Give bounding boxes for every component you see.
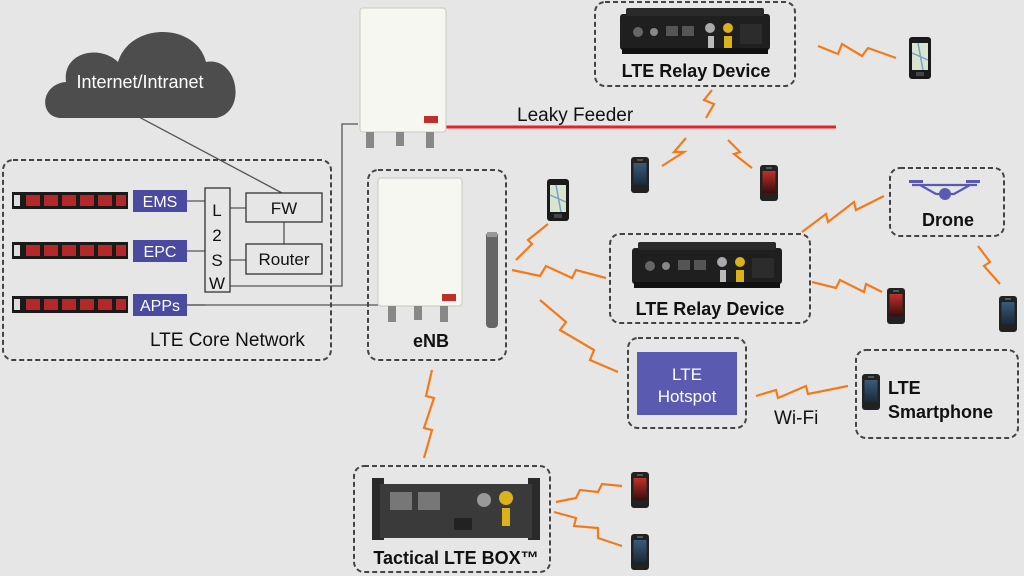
cloud-to-fw-line: [121, 107, 283, 194]
wiring: [121, 107, 378, 306]
wireless-link-feeder-phone-right: [727, 139, 753, 169]
phone-near-enb-icon: [546, 178, 570, 222]
l2-switch-box: [204, 187, 231, 293]
smartphone-label-line2: Smartphone: [888, 402, 993, 422]
fw-label: FW: [271, 199, 297, 218]
relay-top-box: [594, 1, 796, 87]
hotspot-box: [627, 337, 747, 429]
wireless-link-relay-top-feeder: [702, 89, 716, 119]
phone-near-feeder-left-icon: [631, 157, 649, 193]
wireless-link-hotspot-smartphone: [755, 384, 849, 400]
wifi-label: Wi-Fi: [774, 408, 818, 429]
phone-top-right-icon: [908, 36, 932, 80]
smartphone-icon: [862, 374, 880, 410]
wireless-link-drone-phone: [977, 245, 1001, 285]
wireless-link-enb-phone: [515, 223, 549, 261]
wireless-link-enb-relay: [511, 264, 607, 280]
core-network-label: LTE Core Network: [150, 330, 305, 351]
phone-near-feeder-right-icon: [760, 165, 778, 201]
enb-unit: [377, 177, 498, 328]
wireless-link-enb-tactical: [422, 369, 436, 459]
epc-tag: [133, 240, 187, 262]
switch-letter-2: 2: [212, 226, 221, 245]
relay-top-label: LTE Relay Device: [622, 61, 771, 81]
hotspot-label-line2: Hotspot: [658, 387, 717, 406]
smartphone-label-line1: LTE: [888, 378, 921, 398]
switch-letter-4: W: [209, 274, 225, 293]
router-label: Router: [258, 250, 309, 269]
wireless-link-enb-hotspot: [539, 299, 619, 374]
drone-box: [889, 167, 1005, 237]
cloud-icon: [45, 32, 236, 118]
relay-mid-label: LTE Relay Device: [636, 299, 785, 319]
tactical-box-frame: [353, 465, 551, 573]
wireless-link-relay-top-phone: [817, 42, 897, 60]
enb-label: eNB: [413, 331, 449, 351]
drone-label: Drone: [922, 210, 974, 230]
phone-tactical-bottom-icon: [631, 534, 649, 570]
smartphone-box: [855, 349, 1019, 439]
switch-letter-3: S: [211, 251, 222, 270]
enb-box: [367, 169, 507, 361]
ems-label: EMS: [143, 194, 178, 211]
relay-mid-box: [609, 233, 811, 324]
ems-tag: [133, 190, 187, 212]
server-racks: [12, 192, 128, 313]
fw-box: [245, 192, 323, 223]
apps-label: APPs: [140, 298, 180, 315]
tactical-box-device: [372, 478, 540, 540]
wireless-links: [422, 42, 1001, 548]
hotspot-label-line1: LTE: [672, 365, 702, 384]
leaky-feeder-enb-unit: [359, 7, 447, 148]
switch-letter-1: L: [212, 201, 221, 220]
switch-to-leaky-eNB-line: [230, 123, 358, 287]
wireless-link-tactical-phone-bottom: [553, 510, 623, 548]
router-box: [245, 243, 323, 275]
hotspot-device: [637, 352, 737, 415]
switch-to-fw-router-lines: [230, 207, 285, 261]
wireless-link-tactical-phone-top: [555, 482, 623, 504]
phone-tactical-top-icon: [631, 472, 649, 508]
drone-icon: [909, 180, 980, 200]
leaky-feeder-label: Leaky Feeder: [517, 105, 634, 126]
relay-mid-device: [632, 242, 782, 288]
wireless-link-feeder-phone-left: [661, 137, 688, 167]
cloud-label: Internet/Intranet: [76, 72, 203, 92]
core-network-box: [2, 159, 332, 361]
epc-label: EPC: [144, 244, 177, 261]
wireless-link-relay-phone: [811, 278, 883, 294]
wireless-link-relay-drone: [801, 195, 885, 233]
server-to-switch-lines: [187, 200, 205, 306]
relay-top-device: [620, 8, 770, 54]
phone-near-relay-icon: [887, 288, 905, 324]
apps-tag: [133, 294, 187, 316]
phone-near-drone-icon: [999, 296, 1017, 332]
tactical-box-label: Tactical LTE BOX™: [373, 548, 538, 568]
